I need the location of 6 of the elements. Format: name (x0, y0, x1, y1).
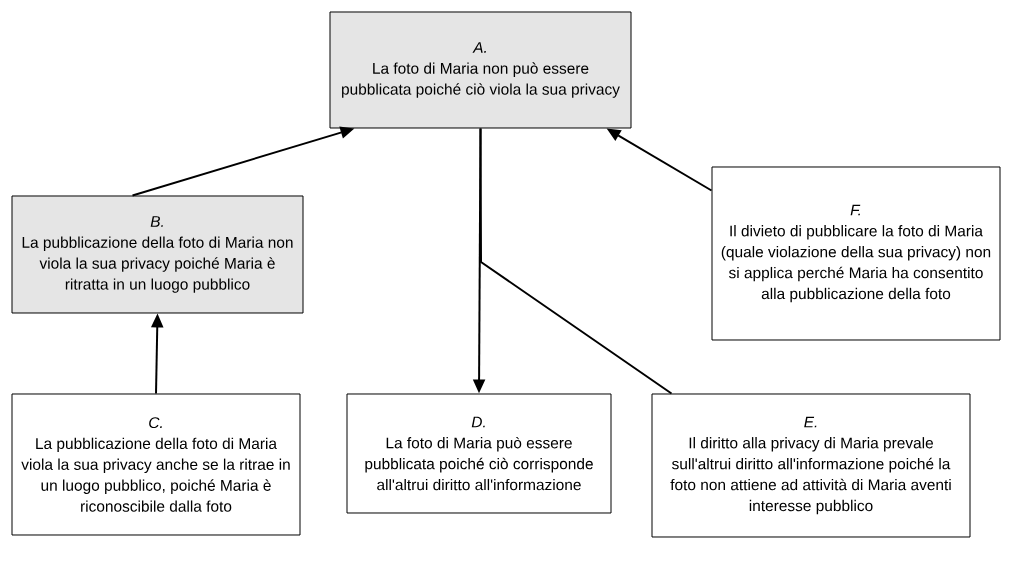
argument-box: F. Il divieto di pubblicare la foto di Maria (quale violazione della sua privacy) non si applica perché Maria ha consentito alla pubblicazione della foto (711, 166, 1001, 341)
argument-box: A. La foto di Maria non può essere pubblicata poiché ciò viola la sua privacy (329, 11, 632, 129)
argument-box: C. La pubblicazione della foto di Maria viola la sua privacy anche se la ritrae in un luogo pubblico, poiché Maria è riconoscibile dalla foto (11, 393, 301, 536)
argument-box: D. La foto di Maria può essere pubblicata poiché ciò corrisponde all'altrui diritto all'informazione (346, 393, 612, 514)
argument-box: B. La pubblicazione della foto di Maria non viola la sua privacy poiché Maria è ritratta in un luogo pubblico (11, 195, 304, 314)
argument-box: E. Il diritto alla privacy di Maria prevale sull'altrui diritto all'informazione poiché la foto non attiene ad attività di Maria aventi interesse pubblico (651, 393, 971, 538)
